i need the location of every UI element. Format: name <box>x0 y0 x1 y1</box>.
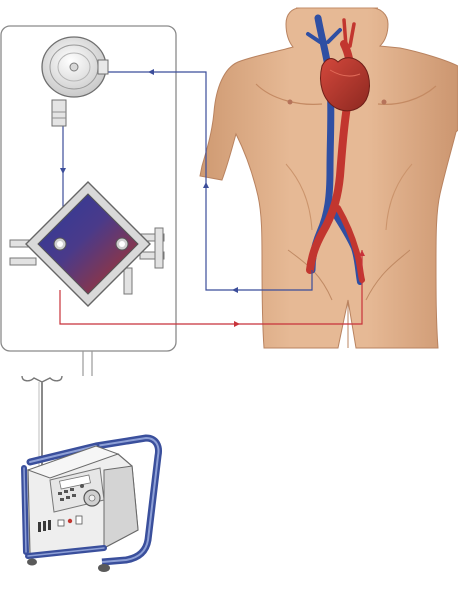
wheel-icon <box>98 564 110 572</box>
centrifugal-pump <box>41 36 109 127</box>
flow-arrow-icon <box>148 69 154 75</box>
flow-arrow-icon <box>232 287 238 293</box>
nipple-icon <box>287 99 293 105</box>
iv-pole <box>21 375 63 470</box>
flow-arrow-icon <box>203 182 209 188</box>
arterial-line <box>59 250 365 327</box>
flow-arrow-icon <box>359 250 365 256</box>
flow-arrow-icon <box>234 321 240 327</box>
display-screen <box>59 474 91 490</box>
indicator-light-icon <box>80 484 84 488</box>
wheel-icon <box>27 558 37 566</box>
control-buttons <box>58 488 76 501</box>
heart-icon <box>320 57 370 112</box>
flow-arrow-icon <box>60 168 66 174</box>
ecmo-console <box>21 434 162 572</box>
front-ports <box>38 515 83 532</box>
nipple-icon <box>381 99 387 105</box>
oxygenator <box>9 181 165 307</box>
